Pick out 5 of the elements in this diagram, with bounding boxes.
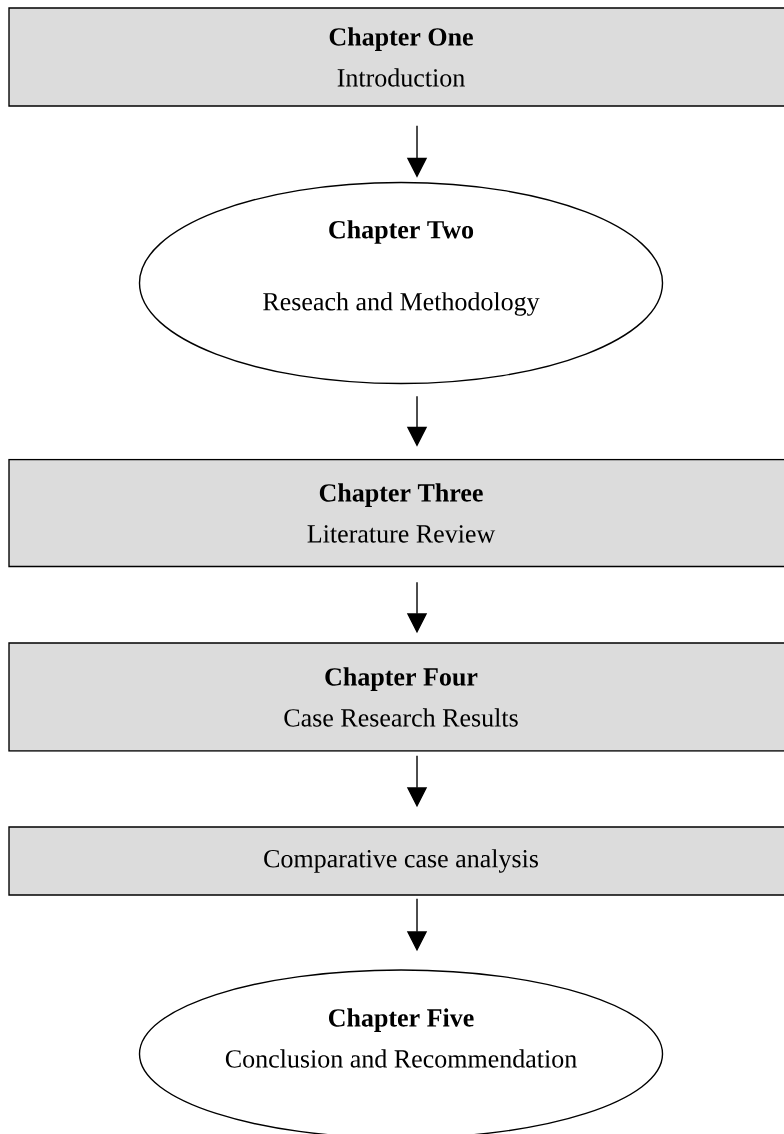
chapter-oval: Chapter Two Reseach and Methodology — [138, 181, 664, 385]
chapter-box: Comparative case analysis — [8, 826, 784, 896]
chapter-box: Chapter Three Literature Review — [8, 458, 784, 568]
chapter-box: Chapter One Introduction — [8, 7, 784, 107]
chapter-box: Chapter Four Case Research Results — [8, 642, 784, 752]
